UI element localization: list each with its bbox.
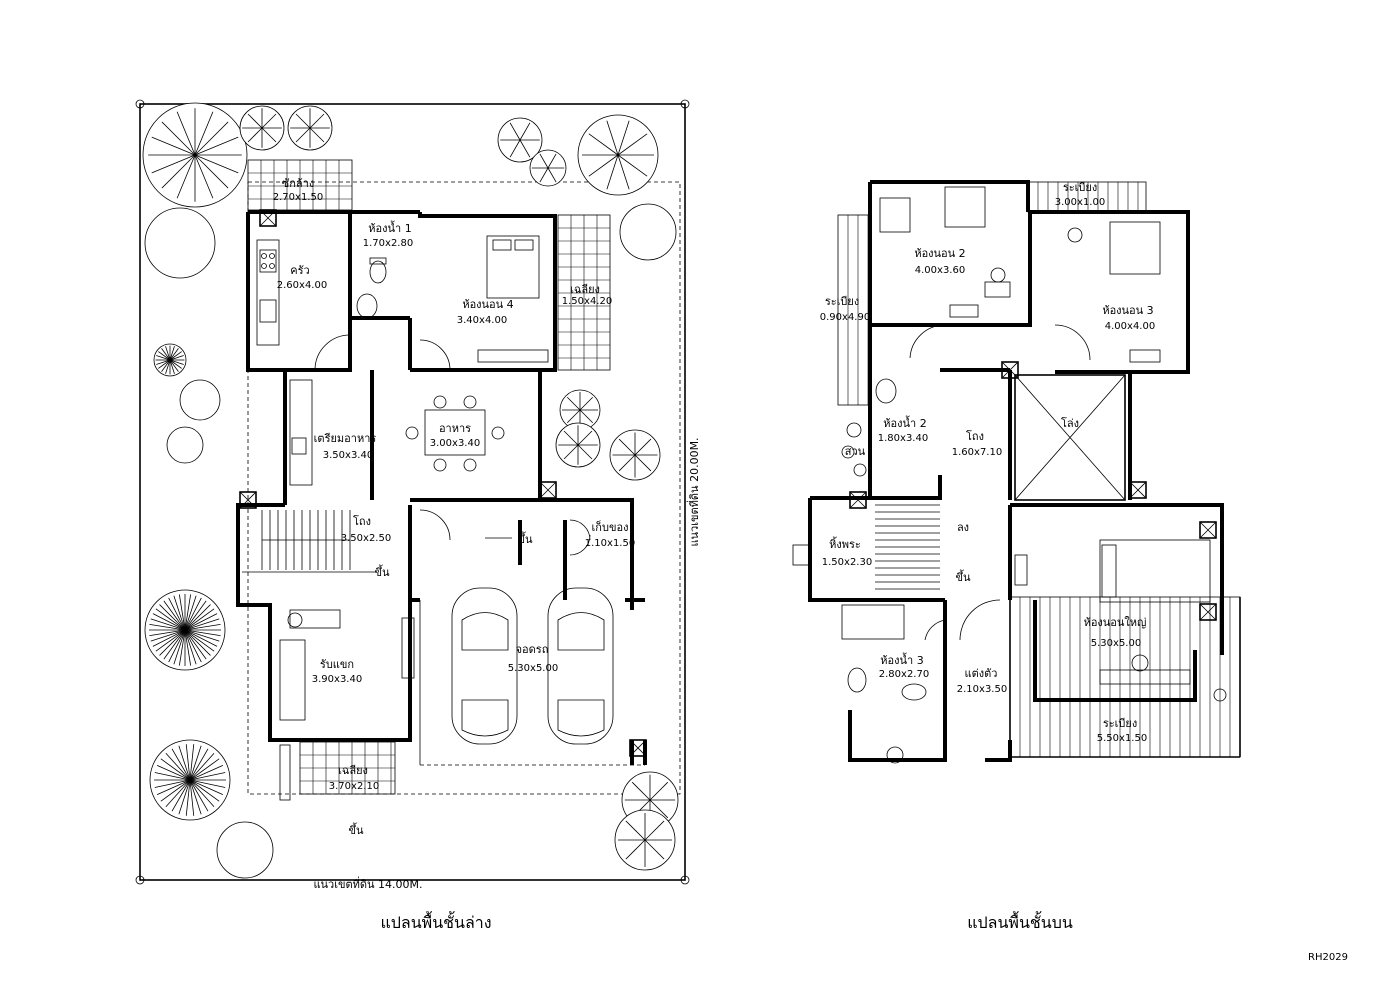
balcony-left-name: ระเบียง [825, 295, 859, 308]
balcony-left-size: 0.90x4.90 [820, 312, 870, 323]
balcony-top-name: ระเบียง [1063, 181, 1097, 194]
void-label: โล่ง [1061, 416, 1079, 430]
master-name: ห้องนอนใหญ่ [1084, 616, 1147, 629]
bed2-size: 4.00x3.60 [915, 265, 965, 276]
balcony-top-size: 3.00x1.00 [1055, 197, 1105, 208]
dressing-name: แต่งตัว [965, 667, 998, 680]
up-label-2: ขึ้น [374, 564, 390, 579]
garage-size: 5.30x5.00 [508, 663, 558, 674]
bath3-size: 2.80x2.70 [879, 669, 929, 680]
bed2-name: ห้องนอน 2 [914, 247, 965, 260]
living-name: รับแขก [320, 658, 354, 671]
bath2-size: 1.80x3.40 [878, 433, 928, 444]
landscape-trees [142, 102, 679, 879]
bath1-name: ห้องน้ำ 1 [368, 220, 411, 235]
upper-hall-name: โถง [966, 429, 984, 443]
bed3-name: ห้องนอน 3 [1102, 304, 1153, 317]
down-label: ลง [957, 521, 969, 534]
dining-size: 3.00x3.40 [430, 438, 480, 449]
laundry-size: 2.70x1.50 [273, 192, 323, 203]
upper-floor-title: แปลนพื้นชั้นบน [967, 911, 1073, 932]
ground-floor-plan [135, 99, 690, 885]
kitchen-name: ครัว [290, 264, 309, 277]
terrace-right-name: เฉลียง [570, 283, 600, 296]
up-label-3: ขึ้น [348, 822, 364, 837]
balcony-bottom-size: 5.50x1.50 [1097, 733, 1147, 744]
site-boundary [139, 103, 686, 881]
kitchen-size: 2.60x4.00 [277, 280, 327, 291]
upper-hall-size: 1.60x7.10 [952, 447, 1002, 458]
storage-name: เก็บของ [592, 520, 629, 534]
ground-floor-title: แปลนพื้นชั้นล่าง [380, 911, 491, 932]
site-depth-label: แนวเขตที่ดิน 20.00M. [686, 437, 701, 546]
garden-label: สวน [845, 445, 866, 458]
laundry-tiles [247, 159, 353, 211]
living-size: 3.90x3.40 [312, 674, 362, 685]
bed3-size: 4.00x4.00 [1105, 321, 1155, 332]
bath3-name: ห้องน้ำ 3 [880, 652, 923, 667]
drawing-code: RH2029 [1308, 952, 1348, 963]
master-size: 5.30x5.00 [1091, 638, 1141, 649]
bed4-name: ห้องนอน 4 [462, 298, 513, 311]
bath2-name: ห้องน้ำ 2 [883, 415, 926, 430]
balcony-bottom-name: ระเบียง [1103, 717, 1137, 730]
up-label-1: ขึ้น [517, 531, 533, 546]
upper-floor-plan [792, 180, 1241, 764]
terrace-right-size: 1.50x4.20 [562, 296, 612, 307]
upper-up-label: ขึ้น [955, 569, 971, 584]
storage-size: 1.10x1.50 [585, 538, 635, 549]
bath1-size: 1.70x2.80 [363, 238, 413, 249]
dining-name: อาหาร [439, 422, 471, 435]
laundry-name: ซักล้าง [282, 177, 314, 190]
hall-name: โถง [353, 514, 371, 528]
prep-name: เตรียมอาหาร [314, 432, 377, 445]
shrine-name: หิ้งพระ [829, 536, 861, 551]
prep-size: 3.50x3.40 [323, 450, 373, 461]
shrine-size: 1.50x2.30 [822, 557, 872, 568]
terrace-front-name: เฉลียง [338, 764, 368, 777]
bed4-size: 3.40x4.00 [457, 315, 507, 326]
dressing-size: 2.10x3.50 [957, 684, 1007, 695]
garage-name: จอดรถ [516, 643, 549, 656]
terrace-front-size: 3.70x2.10 [329, 781, 379, 792]
site-width-label: แนวเขตที่ดิน 14.00M. [313, 876, 422, 891]
hall-size: 3.50x2.50 [341, 533, 391, 544]
